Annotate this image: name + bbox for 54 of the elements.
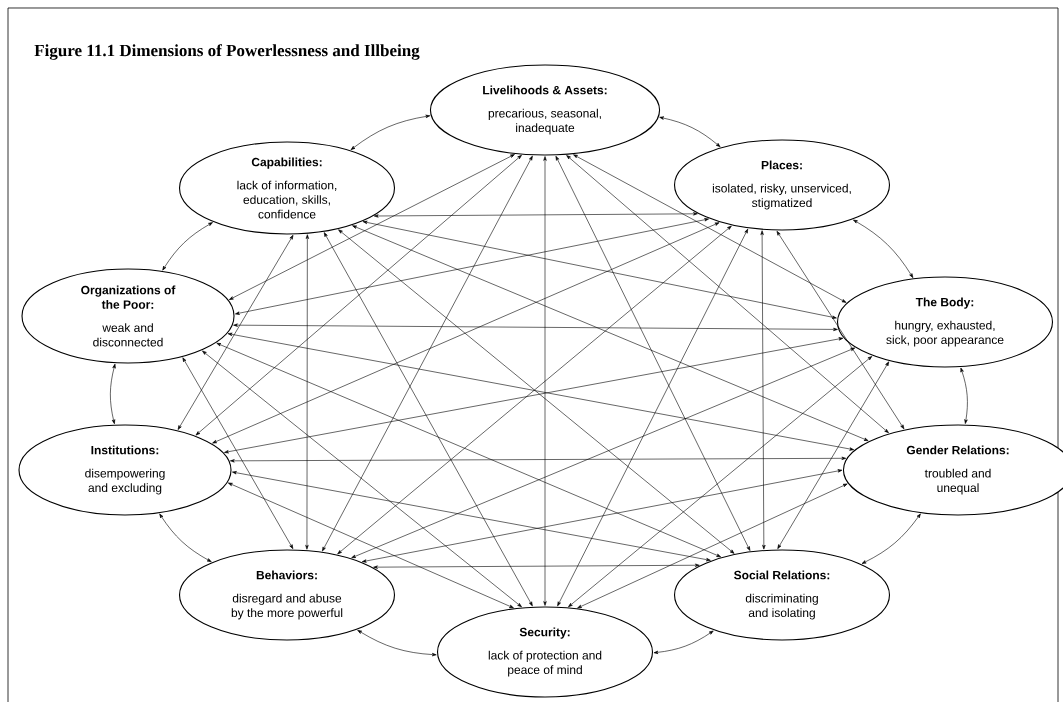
arrow xyxy=(323,232,533,607)
arrow xyxy=(653,630,714,654)
arrow xyxy=(228,154,515,300)
arrow xyxy=(195,154,522,436)
arrow xyxy=(373,563,700,569)
arrow xyxy=(202,350,522,608)
arrow xyxy=(760,230,766,550)
arrow xyxy=(573,154,847,303)
arrow xyxy=(232,471,711,562)
ellipse-node: Livelihoods & Assets: precarious, seasonal, inadequate xyxy=(429,64,661,156)
arrow xyxy=(110,363,116,425)
arrow xyxy=(212,222,720,444)
arrow xyxy=(853,219,914,278)
arrow xyxy=(960,367,968,424)
node-label: troubled and unequal xyxy=(924,468,991,495)
arrow xyxy=(361,469,843,563)
arrow xyxy=(659,116,721,148)
arrow xyxy=(235,218,709,315)
node-label: Gender Relations: xyxy=(906,445,1009,455)
arrow xyxy=(216,342,721,558)
arrow xyxy=(305,234,309,550)
arrow xyxy=(322,155,533,552)
arrow xyxy=(357,629,437,657)
arrow xyxy=(861,513,921,564)
arrow xyxy=(543,156,547,606)
arrow xyxy=(228,482,514,609)
ellipse-node: Organizations of the Poor: weak and disconnected xyxy=(21,268,235,364)
arrow xyxy=(352,225,869,442)
arrow xyxy=(568,356,873,608)
ellipse-node: Social Relations: discriminating and isolating xyxy=(673,549,891,641)
arrow xyxy=(557,228,749,607)
ellipse-node: Places: isolated, risky, unserviced, stigmatized xyxy=(673,139,891,231)
ellipse-node: Institutions: disempowering and excluding xyxy=(18,424,232,516)
arrow xyxy=(162,222,213,271)
ellipse-node: Behaviors: disregard and abuse by the more powerful xyxy=(179,549,396,641)
ellipse-node: Gender Relations: troubled and unequal xyxy=(842,424,1063,516)
figure-title: Figure 11.1 Dimensions of Powerlessness and Illbeing xyxy=(34,44,420,60)
ellipse-node: Capabilities: lack of information, education, skills, confidence xyxy=(179,141,396,235)
arrow xyxy=(577,483,848,609)
arrow xyxy=(776,230,905,430)
arrow xyxy=(777,361,890,549)
arrow xyxy=(350,114,431,150)
arrow xyxy=(182,357,294,549)
arrow xyxy=(362,220,837,319)
ellipse-node: Security: lack of protection and peace of mind xyxy=(436,606,654,698)
arrow xyxy=(373,212,698,218)
arrow xyxy=(555,155,751,551)
arrow xyxy=(230,456,847,463)
arrow xyxy=(159,513,212,562)
arrow xyxy=(351,347,856,559)
ellipse-node: The Body: hungry, exhausted, sick, poor appearance xyxy=(836,276,1054,368)
arrow xyxy=(566,155,889,434)
arrow xyxy=(233,323,838,332)
arrow xyxy=(177,234,294,430)
